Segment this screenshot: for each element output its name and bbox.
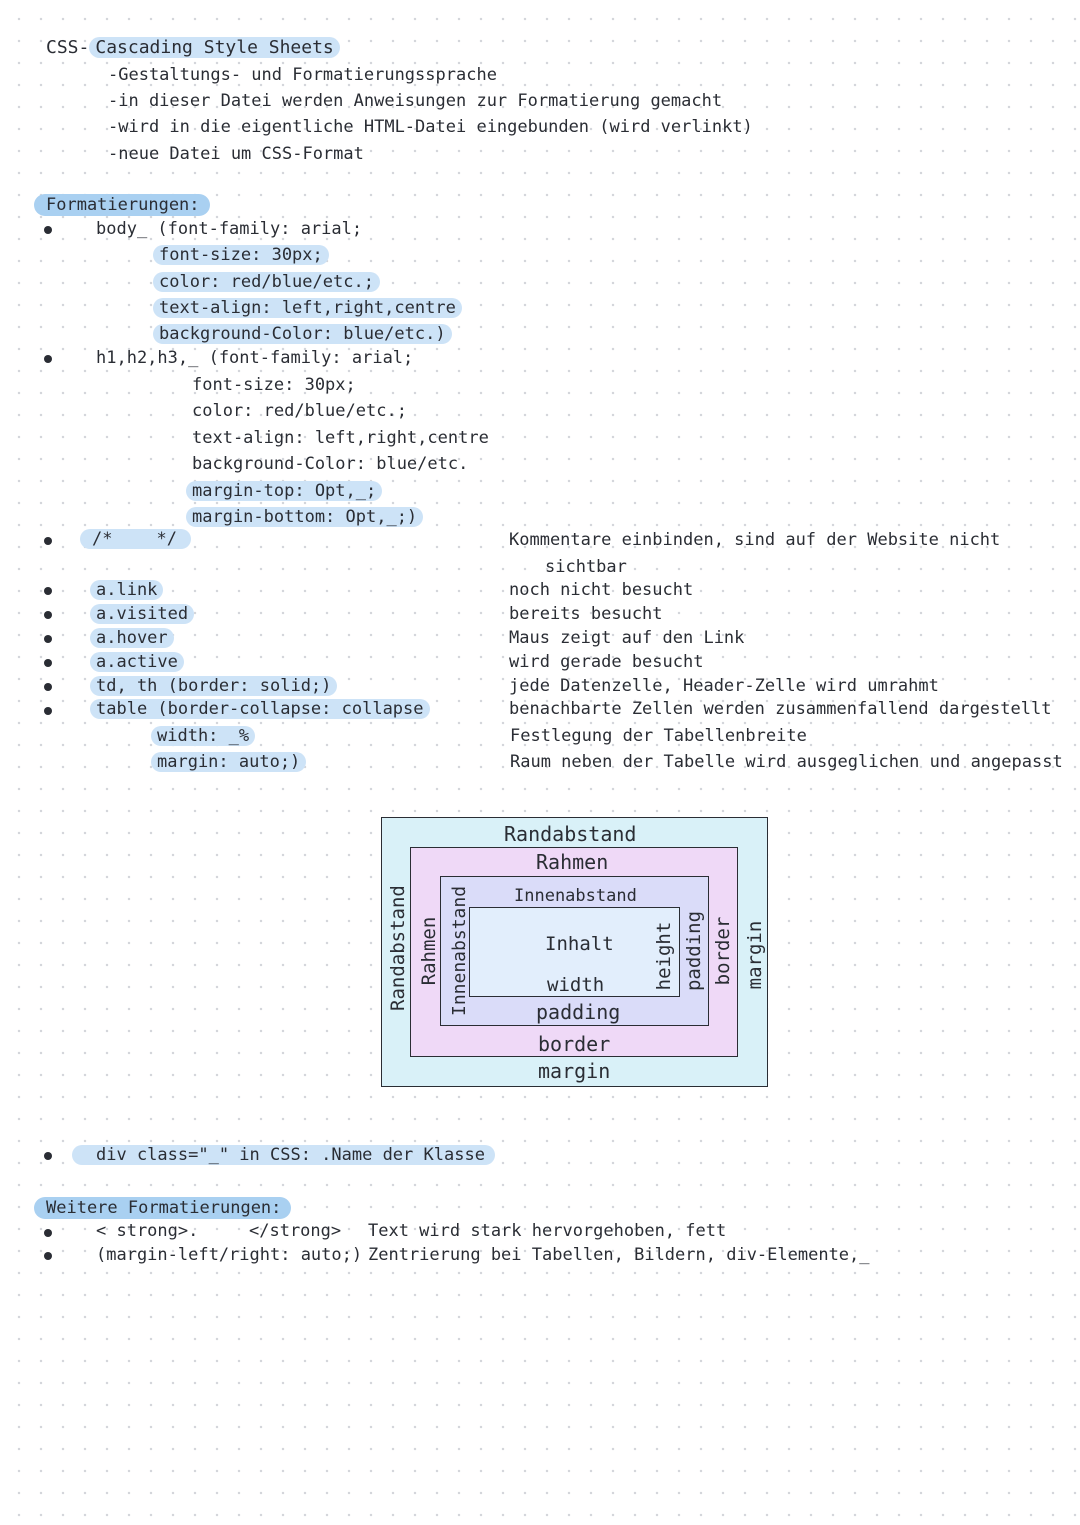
headings-selector: h1,h2,h3,_ (font-family: arial;	[96, 348, 414, 368]
body-prop-text: background-Color: blue/etc.)	[153, 324, 452, 344]
title-line: -in dieser Datei werden Anweisungen zur …	[108, 91, 723, 111]
headings-prop: font-size: 30px;	[192, 375, 356, 395]
comment-desc: Kommentare einbinden, sind auf der Websi…	[509, 530, 1001, 550]
box-label-innenabstand: Innenabstand	[514, 886, 637, 906]
row-code-text: a.visited	[90, 604, 195, 624]
row-desc: benachbarte Zellen werden zusammenfallen…	[509, 699, 1052, 719]
body-prop: font-size: 30px;	[153, 244, 329, 266]
body-prop-text: text-align: left,right,centre	[153, 298, 462, 318]
table-extra-code: margin: auto;)	[151, 751, 307, 773]
box-label-rahmen: Rahmen	[536, 850, 609, 874]
box-label-margin: margin	[538, 1059, 611, 1083]
row-code-text: a.hover	[90, 628, 174, 648]
body-prop: color: red/blue/etc.;	[153, 271, 380, 293]
box-label-border-vertical: border	[712, 916, 734, 986]
table-extra-desc: Festlegung der Tabellenbreite	[510, 726, 807, 746]
strong-close-code: </strong>	[249, 1221, 342, 1241]
bullet	[44, 587, 52, 595]
strong-open-code: < strong>.	[96, 1221, 199, 1241]
bullet	[44, 537, 52, 545]
title-line: -Gestaltungs- und Formatierungssprache	[108, 65, 497, 85]
title-prefix: CSS-	[46, 37, 90, 58]
table-extra-code-text: width: _%	[151, 726, 256, 746]
headings-margin-prop: margin-top: Opt,_;	[186, 480, 383, 502]
bullet	[44, 355, 52, 363]
body-prop-text: color: red/blue/etc.;	[153, 272, 380, 292]
bullet	[44, 611, 52, 619]
section-heading-text: Formatierungen:	[34, 194, 210, 216]
box-label-padding: padding	[536, 1000, 621, 1024]
body-prop: background-Color: blue/etc.)	[153, 323, 452, 345]
box-label-margin-vertical: margin	[744, 920, 766, 990]
headings-margin-prop: margin-bottom: Opt,_;)	[186, 506, 424, 528]
bullet	[44, 683, 52, 691]
bullet	[44, 226, 52, 234]
box-label-border: border	[538, 1032, 611, 1056]
section-heading-formatierungen: Formatierungen:	[34, 194, 210, 216]
section-heading-weitere: Weitere Formatierungen:	[34, 1197, 292, 1219]
row-code-text: table (border-collapse: collapse	[90, 699, 430, 719]
div-class-note: div class="_" in CSS: .Name der Klasse	[72, 1144, 495, 1166]
row-code: a.hover	[90, 627, 174, 649]
title-name: Cascading Style Sheets	[89, 37, 340, 58]
row-code-text: a.active	[90, 652, 184, 672]
table-extra-code: width: _%	[151, 725, 256, 747]
margin-prop-text: margin-bottom: Opt,_;)	[186, 507, 424, 527]
comment-close: */	[156, 529, 177, 549]
title-line: -wird in die eigentliche HTML-Datei eing…	[108, 117, 753, 137]
headings-prop: text-align: left,right,centre	[192, 428, 489, 448]
headings-prop: background-Color: blue/etc.	[192, 454, 469, 474]
headings-prop: color: red/blue/etc.;	[192, 401, 407, 421]
margin-auto-code: (margin-left/right: auto;)	[96, 1245, 363, 1265]
box-label-inhalt: Inhalt	[545, 933, 614, 955]
section-heading-text: Weitere Formatierungen:	[34, 1197, 292, 1219]
bullet	[44, 1252, 52, 1260]
row-desc: bereits besucht	[509, 604, 663, 624]
row-desc: jede Datenzelle, Header-Zelle wird umrah…	[509, 676, 939, 696]
body-prop-text: font-size: 30px;	[153, 245, 329, 265]
comment-code: /* */	[80, 528, 191, 550]
div-class-text: div class="_" in CSS: .Name der Klasse	[72, 1145, 495, 1165]
bullet	[44, 659, 52, 667]
box-label-padding-vertical: padding	[683, 910, 705, 992]
table-extra-code-text: margin: auto;)	[151, 752, 307, 772]
margin-auto-desc: Zentrierung bei Tabellen, Bildern, div-E…	[368, 1245, 870, 1265]
bullet	[44, 707, 52, 715]
table-extra-desc: Raum neben der Tabelle wird ausgeglichen…	[510, 752, 1063, 772]
row-code: a.link	[90, 579, 164, 601]
box-label-randabstand-vertical: Randabstand	[387, 885, 409, 1011]
bullet	[44, 1229, 52, 1237]
bullet	[44, 1152, 52, 1160]
row-code: a.active	[90, 651, 184, 673]
box-model-content	[469, 907, 680, 997]
margin-prop-text: margin-top: Opt,_;	[186, 481, 383, 501]
row-code-text: td, th (border: solid;)	[90, 676, 338, 696]
box-label-rahmen-vertical: Rahmen	[418, 916, 440, 986]
bullet	[44, 635, 52, 643]
box-label-width: width	[547, 974, 605, 996]
row-code: td, th (border: solid;)	[90, 675, 338, 697]
strong-desc: Text wird stark hervorgehoben, fett	[368, 1221, 727, 1241]
row-code-text: a.link	[90, 580, 164, 600]
row-desc: Maus zeigt auf den Link	[509, 628, 745, 648]
box-label-height-vertical: height	[653, 921, 675, 991]
title-line: -neue Datei um CSS-Format	[108, 144, 364, 164]
row-code: a.visited	[90, 603, 195, 625]
comment-desc-cont: sichtbar	[545, 557, 627, 577]
box-label-randabstand: Randabstand	[504, 822, 637, 846]
comment-open: /*	[92, 529, 113, 549]
row-desc: noch nicht besucht	[509, 580, 694, 600]
row-code: table (border-collapse: collapse	[90, 698, 430, 720]
page-title: CSS-Cascading Style Sheets	[46, 37, 340, 59]
body-prop: text-align: left,right,centre	[153, 297, 462, 319]
row-desc: wird gerade besucht	[509, 652, 704, 672]
box-label-innenabstand-vertical: Innenabstand	[449, 885, 470, 1016]
body-selector: body_ (font-family: arial;	[96, 219, 363, 239]
